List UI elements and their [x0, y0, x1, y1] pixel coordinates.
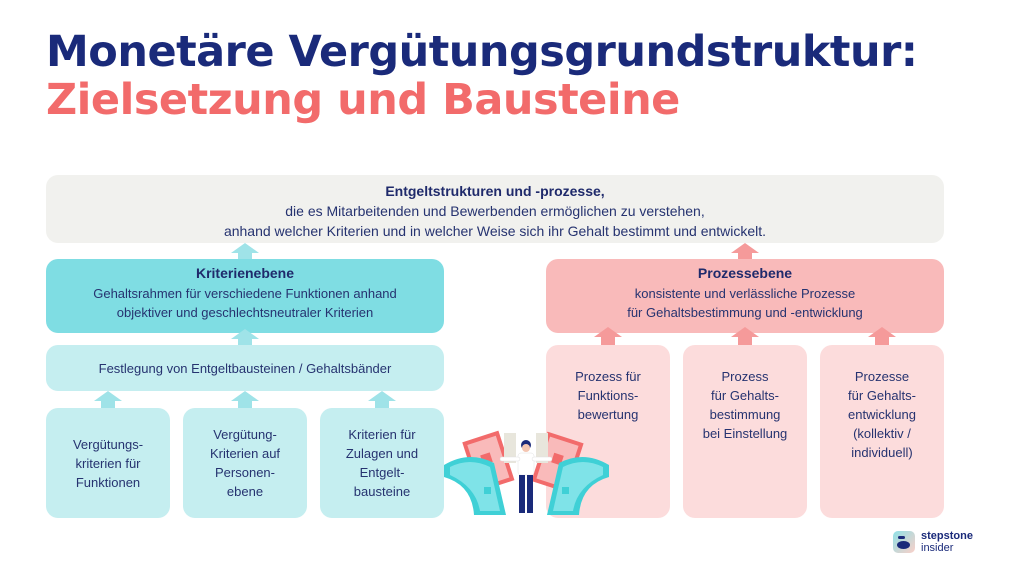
prozessebene-box: Prozessebene konsistente und verlässlich… [546, 259, 944, 333]
item-line: bei Einstellung [702, 426, 788, 441]
prozessebene-heading: Prozessebene [697, 265, 793, 281]
kriterien-item-funktionen: Vergütungs- kriterien für Funktionen [46, 408, 170, 518]
item-line: für Gehalts- [711, 388, 779, 403]
item-line: Entgelt- [359, 465, 405, 480]
item-line: Funktions- [577, 388, 639, 403]
item-line: kriterien für [75, 455, 141, 471]
entgeltstrukturen-heading: Entgeltstrukturen und -prozesse, [385, 183, 605, 199]
kriterienebene-line-1: Gehaltsrahmen für verschiedene Funktione… [93, 286, 397, 301]
entgeltstrukturen-line-2: anhand welcher Kriterien und in welcher … [223, 223, 767, 239]
prozessebene-line-2: für Gehaltsbestimmung und -entwicklung [627, 305, 863, 320]
prozess-item-entwicklung: Prozesse für Gehalts- entwicklung (kolle… [820, 345, 944, 518]
entgeltstrukturen-line-1: die es Mitarbeitenden und Bewerbenden er… [285, 203, 705, 219]
woman-with-money-illustration [444, 430, 609, 515]
title-line-1: Monetäre Vergütungsgrundstruktur: [46, 27, 918, 77]
item-line: bewertung [577, 407, 639, 422]
festlegung-box: Festlegung von Entgeltbausteinen / Gehal… [46, 345, 444, 391]
festlegung-text: Festlegung von Entgeltbausteinen / Gehal… [98, 360, 392, 376]
item-line: Vergütung- [213, 427, 277, 442]
stepstone-logo-icon [893, 531, 915, 553]
item-line: bestimmung [709, 407, 781, 422]
kriterien-item-zulagen: Kriterien für Zulagen und Entgelt- baust… [320, 408, 444, 518]
item-line: Vergütungs- [72, 436, 144, 452]
item-line: Prozess [721, 369, 769, 384]
kriterienebene-heading: Kriterienebene [195, 265, 295, 281]
item-line: Personen- [215, 465, 275, 480]
item-line: für Gehalts- [848, 388, 916, 403]
item-line: (kollektiv / [853, 426, 911, 441]
item-line: Kriterien für [348, 427, 416, 442]
item-line: Prozesse [854, 369, 910, 384]
entgeltstrukturen-box: Entgeltstrukturen und -prozesse, die es … [46, 175, 944, 243]
title-line-2: Zielsetzung und Bausteine [46, 75, 680, 125]
logo-line-1: stepstone [921, 530, 973, 542]
item-line: Funktionen [75, 474, 141, 490]
item-line: entwicklung [848, 407, 916, 422]
stepstone-insider-logo: stepstone insider [893, 530, 973, 554]
item-line: bausteine [353, 484, 411, 499]
prozessebene-line-1: konsistente und verlässliche Prozesse [634, 286, 856, 301]
prozess-item-funktionsbewertung: Prozess für Funktions- bewertung [546, 345, 670, 518]
prozess-item-einstellung: Prozess für Gehalts- bestimmung bei Eins… [683, 345, 807, 518]
logo-line-2: insider [921, 542, 954, 554]
kriterienebene-box: Kriterienebene Gehaltsrahmen für verschi… [46, 259, 444, 333]
item-line: individuell) [851, 445, 913, 460]
item-line: ebene [226, 484, 264, 499]
item-line: Prozess für [575, 369, 641, 384]
item-line: Kriterien auf [209, 446, 281, 461]
item-line: Zulagen und [345, 446, 419, 461]
kriterienebene-line-2: objektiver und geschlechtsneutraler Krit… [116, 305, 374, 320]
kriterien-item-personenebene: Vergütung- Kriterien auf Personen- ebene [183, 408, 307, 518]
